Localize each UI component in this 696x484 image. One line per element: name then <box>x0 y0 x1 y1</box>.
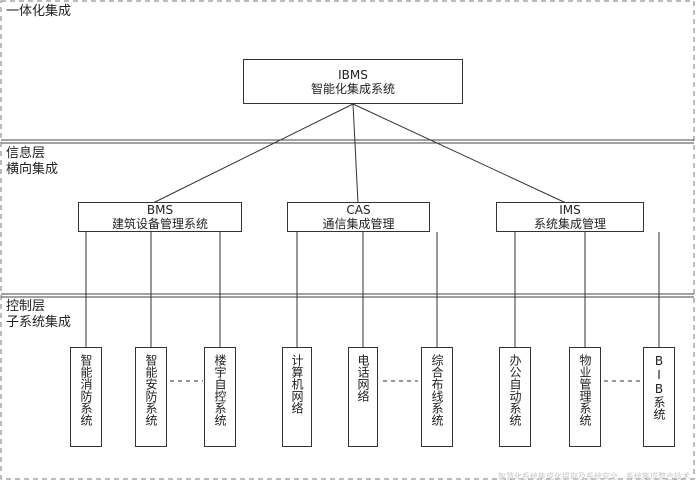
bms-box: BMS 建筑设备管理系统 <box>78 202 242 232</box>
subsystem-box-building-automation: 楼宇自控系统 <box>204 347 236 447</box>
subsystem-label: 智能安防系统 <box>144 354 158 426</box>
subsystem-box-property: 物业管理系统 <box>569 347 601 447</box>
connector-ibms-bms <box>152 103 354 204</box>
subsystem-label: 智能消防系统 <box>79 354 93 426</box>
ibms-box-title: 智能化集成系统 <box>310 81 395 96</box>
subsystem-label: 计算机网络 <box>290 354 304 414</box>
subsystem-box-phone-network: 电话网络 <box>348 347 378 447</box>
layer-label-info: 信息层 横向集成 <box>6 146 59 177</box>
ibms-box: IBMS 智能化集成系统 <box>243 59 463 104</box>
subsystem-box-computer-network: 计算机网络 <box>282 347 312 447</box>
subsystem-box-cabling: 综合布线系统 <box>421 347 453 447</box>
cas-box-title: 通信集成管理 <box>322 217 395 231</box>
subsystem-label: BIB系统 <box>652 354 666 420</box>
connector-ibms-ims <box>352 103 567 204</box>
watermark-text: 智慧化系统集成化提取及系统安全、系统集成整合技术 <box>498 472 690 481</box>
ims-box-title: 系统集成管理 <box>533 217 606 231</box>
bms-box-code: BMS <box>146 203 174 217</box>
subsystem-box-security: 智能安防系统 <box>135 347 167 447</box>
ims-box: IMS 系统集成管理 <box>496 202 644 232</box>
cas-box: CAS 通信集成管理 <box>287 202 430 232</box>
subsystem-box-fire: 智能消防系统 <box>70 347 102 447</box>
ibms-box-code: IBMS <box>338 67 368 82</box>
subsystem-label: 综合布线系统 <box>430 354 444 426</box>
cas-box-code: CAS <box>346 203 371 217</box>
bms-box-title: 建筑设备管理系统 <box>111 217 208 231</box>
subsystem-box-bib: BIB系统 <box>643 347 675 447</box>
subsystem-label: 办公自动系统 <box>508 354 522 426</box>
subsystem-label: 电话网络 <box>356 354 370 402</box>
subsystem-label: 物业管理系统 <box>578 354 592 426</box>
subsystem-label: 楼宇自控系统 <box>213 354 227 426</box>
layer-label-control: 控制层 子系统集成 <box>6 299 72 330</box>
ims-box-code: IMS <box>559 203 581 217</box>
layer-label-top: 一体化集成 <box>6 4 72 19</box>
subsystem-box-office-automation: 办公自动系统 <box>499 347 531 447</box>
connector-ibms-cas <box>352 103 359 204</box>
